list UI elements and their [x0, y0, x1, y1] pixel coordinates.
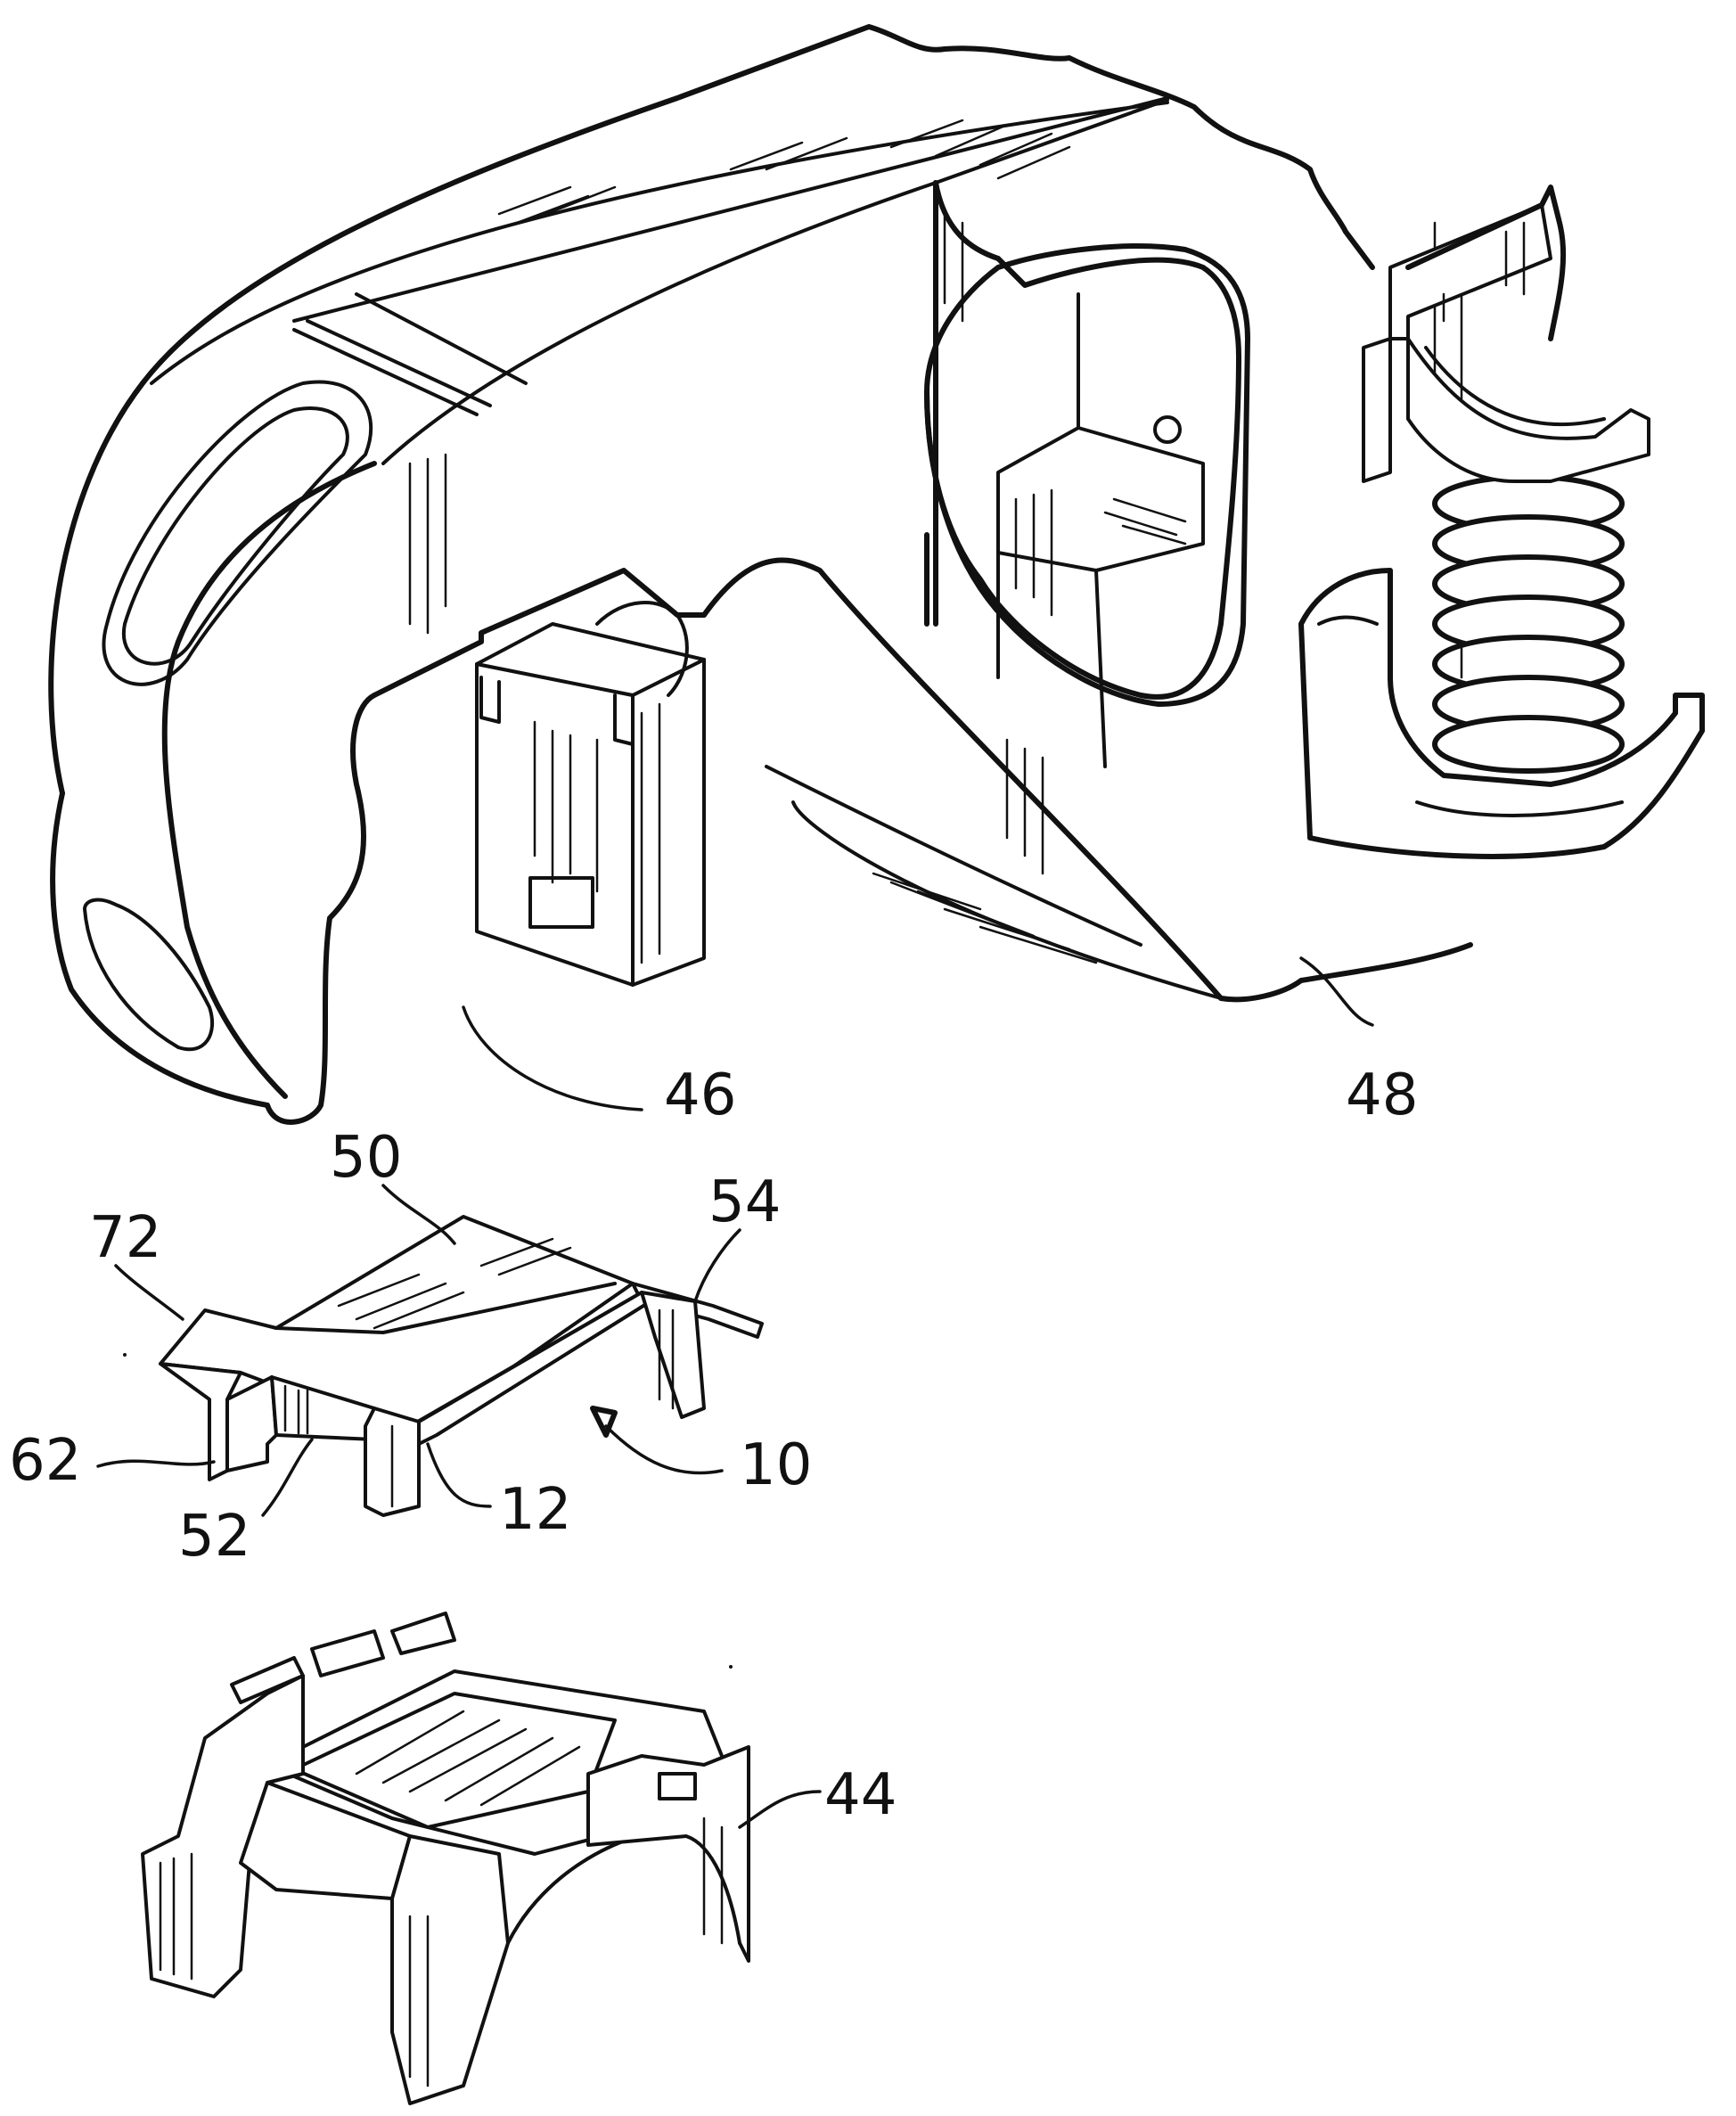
- ref-label-50: 50: [330, 1125, 402, 1191]
- base-underside: [704, 560, 1470, 999]
- ref-label-52: 52: [178, 1504, 250, 1570]
- leader-52: [263, 1439, 312, 1515]
- base-bevel: [766, 767, 1221, 998]
- ref-label-46: 46: [664, 1062, 736, 1128]
- ref-label-62: 62: [9, 1428, 81, 1494]
- insert-left-leg: [227, 1377, 276, 1471]
- ref-label-12: 12: [499, 1477, 571, 1543]
- stray-dot-1: [123, 1353, 127, 1357]
- wedge-castle-3: [392, 1613, 454, 1653]
- leader-54: [695, 1230, 740, 1301]
- spring-assembly: [1301, 187, 1702, 857]
- top-surface-edge: [151, 103, 1167, 383]
- friction-block: [477, 603, 704, 985]
- friction-block-side: [633, 660, 704, 985]
- leader-46: [463, 1007, 642, 1110]
- ref-label-44: 44: [824, 1762, 897, 1828]
- window-hatching: [1016, 490, 1185, 615]
- upper-slot-outer: [103, 381, 371, 684]
- ref-label-10: 10: [740, 1432, 812, 1498]
- leader-10: [606, 1426, 722, 1473]
- left-arm-inner: [165, 463, 374, 1096]
- upper-slot-inner: [124, 408, 348, 664]
- window-inner-block: [998, 428, 1203, 570]
- leader-72: [116, 1266, 183, 1319]
- wedge-castle-2: [312, 1631, 383, 1676]
- leader-12: [428, 1444, 490, 1506]
- stray-dot-2: [729, 1665, 733, 1669]
- left-arm-outer: [53, 793, 267, 1105]
- ref-label-54: 54: [708, 1169, 781, 1235]
- wedge-knob: [659, 1774, 695, 1799]
- coil-spring: [1435, 477, 1622, 771]
- wedge-pocket-outline: [267, 695, 374, 1122]
- window-opening: [927, 246, 1248, 704]
- front-face-outline: [927, 183, 1239, 697]
- spring-cap: [1363, 339, 1390, 481]
- spring-cap-top: [1390, 205, 1551, 339]
- side-frame-drawing: [51, 27, 1702, 1122]
- ref-label-72: 72: [89, 1205, 161, 1271]
- wedge-component: [143, 1613, 749, 2104]
- leader-62: [98, 1461, 214, 1466]
- spring-seat: [1408, 339, 1649, 481]
- side-frame-outline: [51, 27, 1372, 793]
- leader-44: [740, 1792, 820, 1827]
- top-band-2: [307, 321, 490, 406]
- window-hole: [1155, 417, 1180, 442]
- ref-label-48: 48: [1346, 1062, 1418, 1128]
